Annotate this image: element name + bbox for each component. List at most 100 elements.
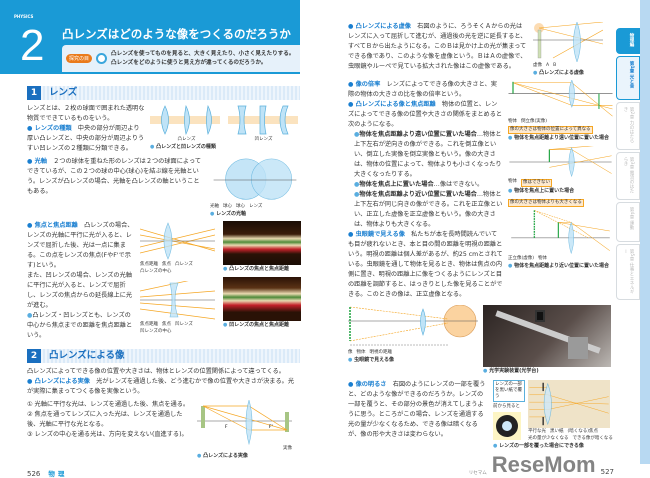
case3-text: …物体と上下左右が同じ向きの像ができる。これを正立像といい、正立した虚像を正立虚… <box>354 191 503 228</box>
label-axis: 光軸 <box>210 204 219 209</box>
keyword: 凸レンズによる実像 <box>34 378 90 385</box>
lens-types-block: 凸レンズ 凹レンズ 凸レンズと凹レンズの種類 <box>150 104 300 154</box>
lens-types-figure <box>150 104 298 136</box>
tab-chapter-5[interactable]: 第5章 仕事とエネルギー <box>616 244 640 300</box>
axis-text: ２つの球体を重ねた形のレンズは２つの球面によってできているが、この２つの球の中心… <box>27 158 202 195</box>
watermark-kana: リセマム <box>468 471 487 476</box>
question-box: 探究の目 凸レンズを使ってものを見ると、大きく見えたり、小さく見えたりする。凸レ… <box>62 45 300 72</box>
caption-cover: レンズの一部を覆った場合にできる像 <box>493 443 584 450</box>
tab-physics[interactable]: 物理編 <box>616 28 640 54</box>
rule-3: ③ レンズの中心を通る光は、方向を変えない(直進する)。 <box>27 431 188 438</box>
kinds-text: 中央の部分が周辺より厚い凸レンズと、中央の部分が周辺よりうすい凹レンズの２種類に… <box>27 125 145 152</box>
case1-keyword: 物体を焦点距離より遠い位置に置いた場合 <box>359 131 477 138</box>
caption-far: 物体を焦点距離より遠い位置に置いた場合 <box>508 135 609 142</box>
watermark-logo: ReseMom <box>491 452 596 477</box>
tab-chapter-2[interactable]: 第2章 力のはたらき <box>616 102 640 150</box>
label-cover: レンズの一部を黒い紙で覆う <box>493 380 525 402</box>
optical-axis-text: ● 光軸 ２つの球体を重ねた形のレンズは２つの球面によってできているが、この２つ… <box>27 158 202 195</box>
focus-text-2: また、凹レンズの場合、レンズの光軸に平行に光が入ると、レンズで屈折し、レンズの焦… <box>27 272 133 309</box>
label-front: 前から見ると <box>493 404 520 409</box>
section2-intro: 凸レンズによってできる像の位置や大きさは、物体とレンズの位置関係によって違ってく… <box>27 368 285 375</box>
caption-concave-focus: 凹レンズの焦点と焦点距離 <box>223 322 289 329</box>
label-distance: 明視の距離 <box>369 350 393 355</box>
cover-rays <box>529 382 609 426</box>
caption-photo: 光学実験装置(光学台) <box>483 368 539 375</box>
label-upright: 正立像(虚像) <box>508 256 535 261</box>
note-far: 像の大きさは物体の位置によって異なる <box>508 126 593 134</box>
label-center: 凹レンズの中心 <box>140 329 172 334</box>
label-focus: 焦点 <box>162 262 171 267</box>
magnification-text: ● 像の倍率 レンズによってできる像の大きさと、実際の物体の大きさの比を像の倍率… <box>348 81 503 128</box>
tab-chapter-3[interactable]: 第3章 電流のはたらき <box>616 152 640 200</box>
far-figure <box>508 80 613 117</box>
lens-intro: レンズとは、２枚の球面で囲まれた透明な物質でできているものをいう。 ● レンズの… <box>27 105 145 152</box>
optical-bench-photo <box>483 305 611 367</box>
question-text: 凸レンズを使ってものを見ると、大きく見えたり、小さく見えたりする。凸レンズをどの… <box>111 51 295 66</box>
label-b: B <box>553 63 557 68</box>
label-center: 球心 <box>236 204 245 209</box>
page-title: 凸レンズはどのような像をつくるのだろうか <box>62 27 291 41</box>
label-lens: レンズ <box>249 204 263 209</box>
section-header-2: 2 凸レンズによる像 <box>27 349 300 363</box>
cover-figure <box>528 380 610 428</box>
loupe-block: 像 物体 明視の距離 虫眼鏡で見える像 <box>348 305 478 375</box>
keyword: 像の倍率 <box>355 81 381 88</box>
label-focal-length: 焦点距離 <box>140 322 158 327</box>
image-position-figures: 物体 倒立像(実像) 像の大きさは物体の位置によって異なる 物体を焦点距離より遠… <box>508 80 614 300</box>
label-darker: できる像が暗くなる <box>572 436 613 441</box>
concave-focus-figure <box>140 281 215 320</box>
focus-photos: 凸レンズの焦点と焦点距離 凹レンズの焦点と焦点距離 <box>223 221 301 341</box>
case1-text: …物体と上下左右が逆向きの像ができる。これを倒立像といい、倒立した実像を倒立実像… <box>354 131 502 178</box>
label-paper: 黒い紙 <box>550 429 564 434</box>
virtual-image-figure <box>533 22 603 62</box>
left-page: PHYSICS 2 凸レンズはどのような像をつくるのだろうか 探究の目 凸レンズ… <box>0 0 325 478</box>
cases-text: ●物体を焦点距離より遠い位置に置いた場合…物体と上下左右が逆向きの像ができる。こ… <box>354 131 503 228</box>
cover-block: レンズの一部を黒い紙で覆う 前から見ると <box>493 380 614 450</box>
page-edge-bar <box>640 0 650 464</box>
magnifier-icon <box>96 53 108 64</box>
optical-axis-block: 光軸 球心 球心 レンズ レンズの光軸 <box>210 157 300 218</box>
label-f2: F' <box>269 424 273 430</box>
photo-block: 光学実験装置(光学台) <box>483 305 614 375</box>
caption-convex-focus: 凸レンズの焦点と焦点距離 <box>223 266 289 273</box>
right-text-column: ● 像の倍率 レンズによってできる像の大きさと、実際の物体の大きさの比を像の倍率… <box>348 80 503 300</box>
tab-chapter-1[interactable]: 第1章 光と音 <box>616 56 640 100</box>
section-header-1: 1 レンズ <box>27 86 300 100</box>
label-focus: 焦点 <box>162 322 171 327</box>
convex-focus-figure <box>140 222 215 260</box>
bright-text: 右図のようにレンズの一部を覆うと、どのような像ができるのだろうか。レンズの一部を… <box>348 381 486 438</box>
note-on: 像はできない <box>521 179 552 187</box>
focus-text-1: 凸レンズの場合、レンズの光軸に平行に光が入ると、レンズで屈折した後、光は一点に集… <box>27 222 134 269</box>
section-title: 凸レンズによる像 <box>49 350 125 361</box>
label-concave: 凹レンズ <box>254 137 273 142</box>
physics-logo: PHYSICS <box>14 14 34 19</box>
virtual-image-block: 虚像 A B 凸レンズによる虚像 <box>533 22 614 77</box>
label-virtual: 虚像 <box>533 63 542 68</box>
real-text: 光がレンズを通過した後、どう進むかで像の位置や大きさが決まる。光が実際に集まって… <box>27 378 295 395</box>
page-number-right: 527 <box>600 468 614 476</box>
section-number: 2 <box>27 349 41 363</box>
left-footer: 526 物理 <box>27 468 300 478</box>
label-lens: 凸レンズ <box>175 262 193 267</box>
loupe-text-body: 私たちが本を長時間読んでいても目が疲れないとき、本と目の間の距離を明視の距離とい… <box>348 231 503 298</box>
virtual-text: 右図のように、ろうそくＡからの光はレンズに入って屈折して進むが、通過後の光を逆に… <box>348 23 527 70</box>
label-lens: 凹レンズ <box>175 322 193 327</box>
label-focus: (暗くなる)焦点 <box>567 429 599 434</box>
label-center: 球心 <box>223 204 232 209</box>
section-number: 1 <box>27 86 41 100</box>
caption-eye: 虫眼鏡で見える像 <box>348 357 394 364</box>
focus-note: 凸レンズ・凹レンズとも、レンズの中心から焦点までの距離を焦点距離という。 <box>27 312 133 339</box>
label-object: 物体 <box>508 179 517 184</box>
page-label: 物理 <box>48 470 68 478</box>
real-image-figure: F F' <box>197 400 292 445</box>
focus-text: ● 焦点と焦点距離 凸レンズの場合、レンズの光軸に平行に光が入ると、レンズで屈折… <box>27 222 134 339</box>
label-object: 物体 <box>356 350 366 355</box>
focus-figures: 焦点距離 焦点 凸レンズ 凸レンズの中心 焦点距離 焦点 凹レンズ 凹レンズの中… <box>140 221 218 341</box>
label-inverted: 倒立像(実像) <box>521 119 548 124</box>
keyword: 凸レンズによる像と焦点距離 <box>355 101 436 108</box>
tab-chapter-4[interactable]: 第4章 運動 <box>616 202 640 242</box>
right-footer: リセマム ReseMom 527 <box>348 452 614 477</box>
on-focus-figure <box>509 146 612 177</box>
front-view <box>493 412 521 440</box>
chapter-header: PHYSICS 2 凸レンズはどのような像をつくるのだろうか 探究の目 凸レンズ… <box>0 0 300 74</box>
